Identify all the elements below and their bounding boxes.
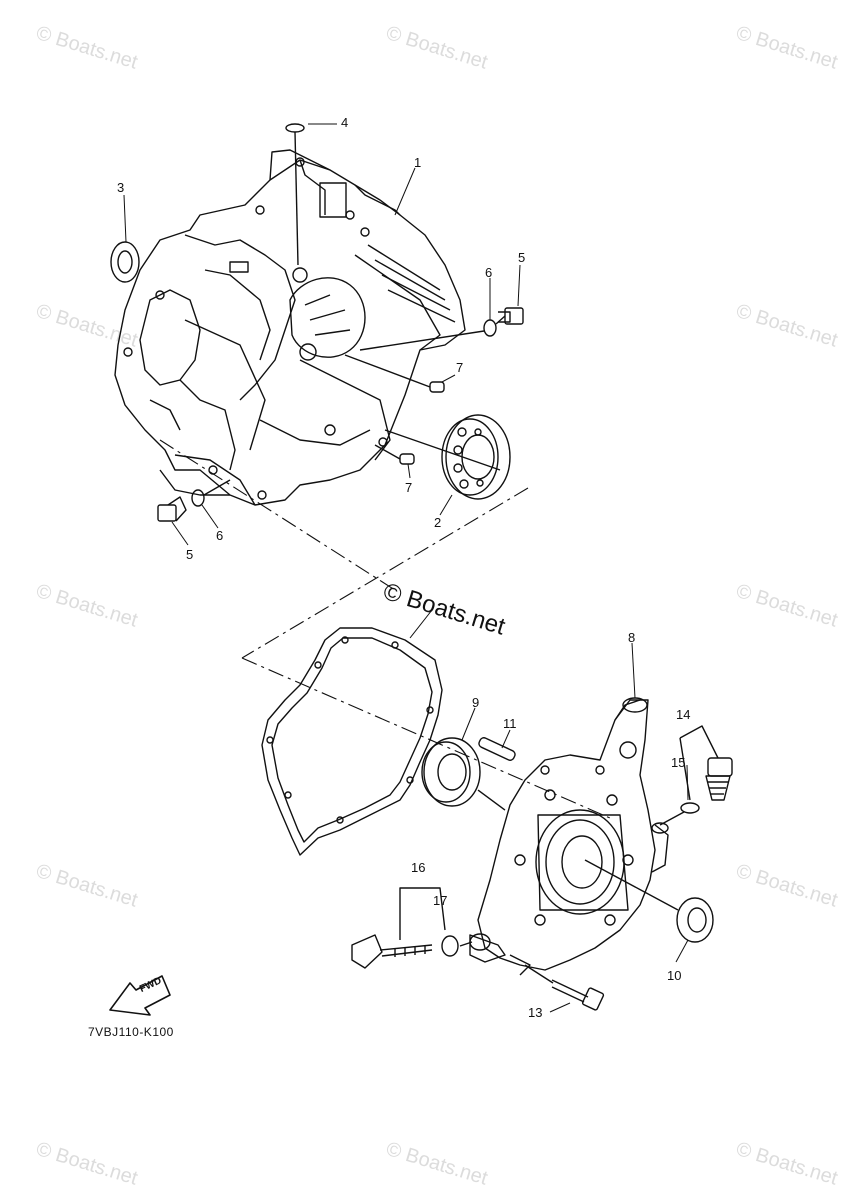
oil-seal-3 xyxy=(110,241,140,283)
bolt-13 xyxy=(551,979,605,1011)
diagram-code: 7VBJ110-K100 xyxy=(88,1025,174,1039)
callout-3: 3 xyxy=(117,180,125,195)
callout-9: 9 xyxy=(472,695,480,710)
callout-16: 16 xyxy=(411,860,426,875)
washer-6-lower xyxy=(191,489,205,507)
dipstick-16 xyxy=(351,934,433,969)
callout-13: 13 xyxy=(528,1005,543,1020)
oil-seal-9 xyxy=(421,737,481,807)
callout-2: 2 xyxy=(434,515,442,530)
bolt-5-upper xyxy=(495,307,524,325)
reference-lines xyxy=(159,439,611,819)
dowel-pin-7-upper xyxy=(429,381,445,393)
callout-1: 1 xyxy=(414,155,422,170)
callout-5: 5 xyxy=(518,250,526,265)
callout-6: 6 xyxy=(485,265,493,280)
callout-5: 5 xyxy=(186,547,194,562)
callout-7: 7 xyxy=(405,480,413,495)
callout-11: 11 xyxy=(503,716,517,731)
o-ring-17 xyxy=(441,935,459,957)
dowel-pin-11 xyxy=(478,737,516,761)
callout-7: 7 xyxy=(456,360,464,375)
callout-8: 8 xyxy=(628,630,636,645)
callout-14: 14 xyxy=(676,707,691,722)
fwd-arrow-icon xyxy=(109,975,171,1016)
callout-15: 15 xyxy=(671,755,686,770)
callout-4: 4 xyxy=(341,115,349,130)
dowel-pin-7-lower xyxy=(399,453,415,465)
callout-17: 17 xyxy=(433,893,448,908)
crankcase-cover-drawing xyxy=(469,697,669,976)
o-ring-15 xyxy=(680,802,700,814)
crankcase-drawing xyxy=(114,149,466,506)
callout-10: 10 xyxy=(667,968,682,983)
callout-6: 6 xyxy=(216,528,224,543)
washer-4 xyxy=(285,123,305,133)
bolt-5-lower xyxy=(157,496,187,522)
washer-6-upper xyxy=(483,319,497,337)
oil-seal-10 xyxy=(676,897,714,943)
gasket-drawing xyxy=(261,627,443,856)
bearing-2 xyxy=(441,414,511,500)
plug-14 xyxy=(705,757,733,801)
